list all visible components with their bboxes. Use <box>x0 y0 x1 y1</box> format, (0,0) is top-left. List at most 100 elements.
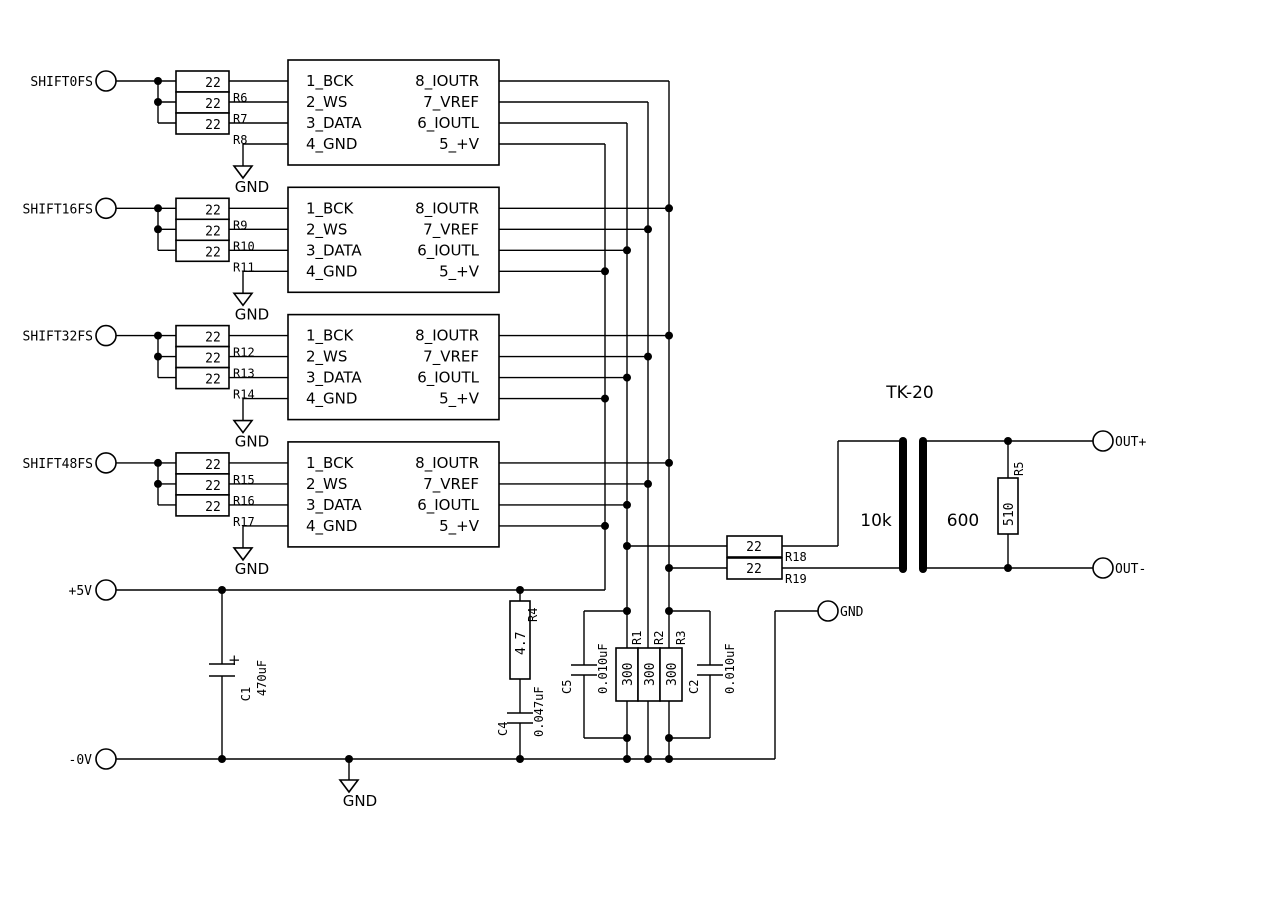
input-resistor-ref-1-2: R11 <box>233 260 255 274</box>
bus-dot-3-0 <box>665 458 673 467</box>
chip-pin-right-2-0: 8_IOUTR <box>415 327 479 346</box>
dac-chip-3 <box>287 441 500 548</box>
chip-pin-right-2-2: 6_IOUTL <box>417 369 479 388</box>
transformer-secondary: 600 <box>947 511 979 531</box>
input-resistor-value-2-0: 22 <box>205 331 221 346</box>
input-resistor-ref-0-0: R6 <box>233 91 247 105</box>
input-resistor-ref-2-1: R13 <box>233 367 255 381</box>
chip-pin-right-1-0: 8_IOUTR <box>415 199 479 218</box>
input-resistor-1-0 <box>175 197 230 221</box>
bus-dot-2-1 <box>644 352 652 361</box>
input-resistor-3-1 <box>175 473 230 496</box>
r19-ref: R19 <box>785 572 807 586</box>
input-resistor-ref-0-1: R7 <box>233 112 247 126</box>
out-minus-terminal[interactable] <box>1092 557 1114 579</box>
input-terminal-2[interactable] <box>95 324 117 347</box>
c1-polarity: + <box>228 651 241 669</box>
junction-dots <box>218 437 1012 763</box>
input-resistor-1-1 <box>175 218 230 242</box>
bus-dot-2-0 <box>665 331 673 340</box>
minus-0v-label: -0V <box>69 753 93 768</box>
gnd-symbol-3 <box>232 547 254 562</box>
gnd-label-3: GND <box>235 560 269 578</box>
input-dot-b-0 <box>154 98 162 106</box>
input-resistor-value-3-1: 22 <box>205 479 221 494</box>
input-resistor-value-0-1: 22 <box>205 97 221 112</box>
dac-chip-1 <box>287 186 500 294</box>
chip-pin-left-1-3: 4_GND <box>306 262 357 281</box>
gnd-label-2: GND <box>235 433 269 451</box>
input-resistor-value-3-0: 22 <box>205 458 221 473</box>
input-terminal-3[interactable] <box>95 452 117 474</box>
input-resistor-value-0-2: 22 <box>205 118 221 133</box>
input-resistor-value-1-1: 22 <box>205 224 221 239</box>
input-resistor-3-0 <box>175 452 230 475</box>
input-resistor-ref-0-2: R8 <box>233 133 247 147</box>
chip-pin-left-2-2: 3_DATA <box>306 369 362 388</box>
bus-dot-1-2 <box>623 246 631 255</box>
c4-ref: C4 <box>496 722 510 736</box>
input-dot-b-2 <box>154 352 162 361</box>
chip-pin-right-2-1: 7_VREF <box>423 348 479 367</box>
c4-value: 0.047uF <box>532 686 546 737</box>
gnd-terminal[interactable] <box>817 600 839 622</box>
gnd-symbol-1 <box>232 292 254 307</box>
chip-pin-right-0-0: 8_IOUTR <box>415 72 479 91</box>
bus-dot-2-3 <box>601 394 609 403</box>
chip-pin-left-2-0: 1_BCK <box>306 327 355 346</box>
bus-dot-1-3 <box>601 267 609 276</box>
r19-value: 22 <box>746 562 762 577</box>
plus-5v-terminal[interactable] <box>95 579 117 601</box>
gnd-label-0: GND <box>235 178 269 196</box>
input-terminal-0[interactable] <box>95 70 117 92</box>
c5-ref: C5 <box>560 680 574 694</box>
gnd-symbol-2 <box>232 419 254 434</box>
c2-ref: C2 <box>687 680 701 694</box>
chip-pin-left-1-0: 1_BCK <box>306 199 355 218</box>
input-dot-b-1 <box>154 225 162 234</box>
transformer-primary: 10k <box>860 511 892 531</box>
r4-ref: R4 <box>526 608 540 622</box>
bus-dot-3-3 <box>601 521 609 530</box>
minus-0v-terminal[interactable] <box>95 748 117 770</box>
chip-pin-right-1-1: 7_VREF <box>423 220 479 239</box>
out-plus-terminal[interactable] <box>1092 430 1114 452</box>
chip-pin-left-0-2: 3_DATA <box>306 114 362 133</box>
chip-pin-left-3-3: 4_GND <box>306 517 357 536</box>
r18-ref: R18 <box>785 550 807 564</box>
input-terminal-1[interactable] <box>95 197 117 220</box>
dac-chip-2 <box>287 313 500 421</box>
input-dot-b-3 <box>154 479 162 488</box>
input-resistor-1-2 <box>175 239 230 263</box>
r2-ref: R2 <box>652 631 666 645</box>
dac-chip-0 <box>287 59 500 166</box>
input-dot-a-1 <box>154 204 162 213</box>
transformer-name: TK-20 <box>885 383 934 403</box>
chip-pin-right-3-0: 8_IOUTR <box>415 454 479 473</box>
input-resistor-3-2 <box>175 494 230 517</box>
chip-pin-right-3-3: 5_+V <box>439 517 480 536</box>
c1-value: 470uF <box>255 660 269 696</box>
bus-dot-3-1 <box>644 479 652 488</box>
input-resistor-2-0 <box>175 324 230 348</box>
terminals: +5V -0V OUT+ OUT- GND GND <box>69 430 1146 810</box>
input-label-1: SHIFT16FS <box>23 202 93 217</box>
input-resistor-value-1-2: 22 <box>205 245 221 260</box>
chip-pin-left-0-3: 4_GND <box>306 135 357 154</box>
r4-value: 4.7 <box>514 632 529 655</box>
chip-pin-left-3-1: 2_WS <box>306 475 347 494</box>
bus-dot-1-0 <box>665 204 673 213</box>
input-resistor-value-1-0: 22 <box>205 203 221 218</box>
input-resistor-value-0-0: 22 <box>205 76 221 91</box>
chip-pin-left-0-1: 2_WS <box>306 93 347 112</box>
input-resistor-0-0 <box>175 70 230 93</box>
rail-gnd-label: GND <box>343 792 377 810</box>
input-resistor-ref-3-2: R17 <box>233 515 255 529</box>
input-resistor-value-2-1: 22 <box>205 352 221 367</box>
